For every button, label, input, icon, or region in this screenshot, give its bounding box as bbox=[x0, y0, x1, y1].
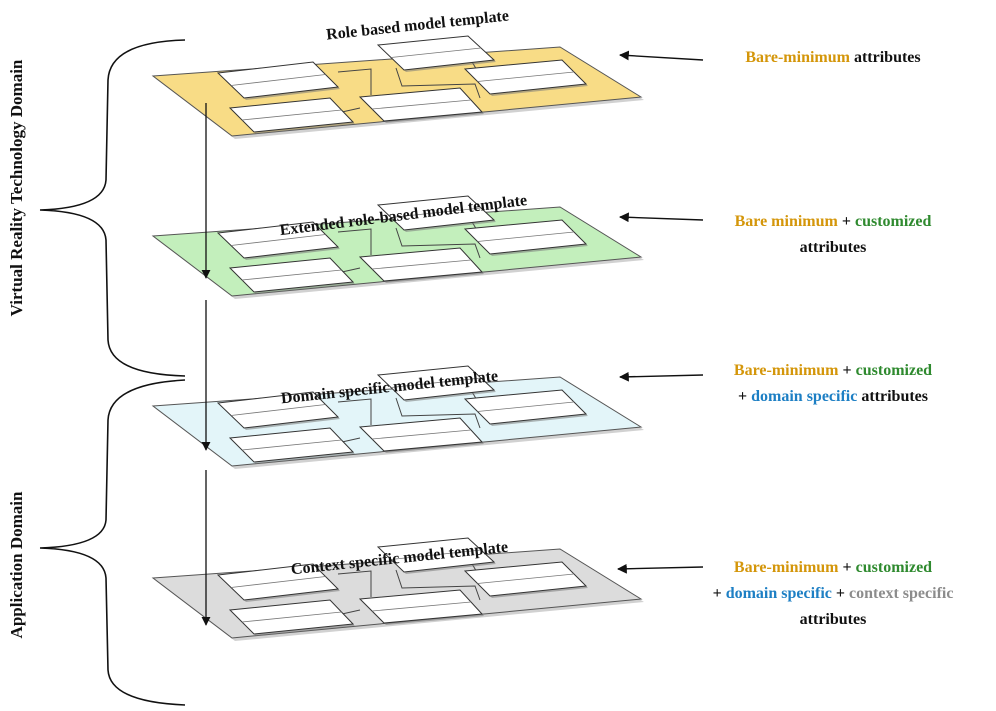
layer-box-divider bbox=[390, 549, 482, 560]
vr-domain-brace bbox=[39, 39, 186, 377]
layer-box-divider bbox=[371, 429, 472, 440]
attribute-segment: Bare minimum bbox=[735, 213, 839, 230]
attribute-block-4: Bare-minimum + customized+ domain specif… bbox=[713, 559, 954, 628]
layer-connector bbox=[337, 570, 372, 597]
application-domain-brace bbox=[39, 379, 186, 706]
layer-box-divider bbox=[230, 576, 326, 588]
attribute-line: attributes bbox=[800, 239, 867, 256]
application-domain-label: Application Domain bbox=[7, 491, 26, 638]
layer-connector bbox=[395, 67, 481, 99]
attribute-segment: context specific bbox=[849, 585, 953, 602]
layer-connector bbox=[337, 68, 372, 95]
attribute-line: Bare-minimum + customized bbox=[734, 362, 932, 379]
layer-3: Domain specific model template bbox=[151, 365, 644, 469]
attribute-line: Bare-minimum attributes bbox=[745, 49, 920, 66]
attribute-line: Bare minimum + customized bbox=[735, 213, 932, 230]
attribute-block-3: Bare-minimum + customized+ domain specif… bbox=[734, 362, 932, 405]
layer-box-divider bbox=[390, 377, 482, 388]
attribute-segment: + bbox=[713, 585, 726, 602]
attribute-segment: customized bbox=[856, 559, 933, 576]
layer-box-divider bbox=[477, 401, 575, 412]
attribute-line: + domain specific attributes bbox=[738, 388, 928, 405]
attribute-segment: domain specific bbox=[751, 388, 857, 405]
attribute-arrow-3 bbox=[619, 371, 704, 382]
layer-box-divider bbox=[230, 404, 326, 416]
attribute-segment: Bare-minimum bbox=[734, 362, 839, 379]
attribute-line: Bare-minimum + customized bbox=[734, 559, 932, 576]
attribute-segment: Bare-minimum bbox=[734, 559, 839, 576]
layer-2: Extended role-based model template bbox=[151, 192, 644, 299]
attribute-segment: domain specific bbox=[726, 585, 832, 602]
attribute-segment: + bbox=[832, 585, 849, 602]
attribute-segment: Bare-minimum bbox=[745, 49, 850, 66]
attribute-block-2: Bare minimum + customized attributes bbox=[735, 213, 932, 256]
attribute-arrow-4 bbox=[617, 563, 704, 574]
layer-box-divider bbox=[390, 47, 482, 58]
layer-box-divider bbox=[230, 74, 326, 86]
attribute-segment: customized bbox=[856, 362, 933, 379]
attribute-line: attributes bbox=[800, 611, 867, 628]
layer-connector bbox=[337, 228, 372, 255]
attribute-arrow-2 bbox=[619, 212, 704, 223]
attribute-arrow-1 bbox=[619, 50, 704, 61]
layer-box-divider bbox=[371, 601, 472, 612]
layer-box-divider bbox=[477, 71, 575, 82]
attribute-segment: attributes bbox=[800, 239, 867, 256]
layer-connector bbox=[395, 397, 481, 429]
attribute-segment: customized bbox=[855, 213, 932, 230]
layer-box-divider bbox=[241, 269, 342, 281]
attribute-pointers bbox=[617, 50, 704, 574]
attribute-segment: + bbox=[839, 362, 856, 379]
layer-connector bbox=[395, 227, 481, 259]
vr-domain-label: Virtual Reality Technology Domain bbox=[7, 59, 26, 316]
attribute-segment: attributes bbox=[800, 611, 867, 628]
attribute-line: + domain specific + context specific bbox=[713, 585, 954, 602]
domain-braces bbox=[39, 39, 186, 706]
attribute-segment: attributes bbox=[850, 49, 921, 66]
layer-box-divider bbox=[241, 439, 342, 451]
attribute-block-1: Bare-minimum attributes bbox=[745, 49, 920, 66]
layer-box-divider bbox=[477, 573, 575, 584]
layer-box-divider bbox=[230, 234, 326, 246]
layer-box-divider bbox=[371, 99, 472, 110]
layer-1: Role based model template bbox=[151, 7, 644, 139]
layer-4: Context specific model template bbox=[151, 537, 644, 641]
attribute-segment: attributes bbox=[857, 388, 928, 405]
layer-box-divider bbox=[477, 231, 575, 242]
attribute-segment: + bbox=[838, 213, 855, 230]
layer-title: Role based model template bbox=[325, 7, 509, 43]
attribute-segment: + bbox=[839, 559, 856, 576]
layer-box-divider bbox=[241, 611, 342, 623]
layer-connector bbox=[395, 569, 481, 601]
layer-box-divider bbox=[371, 259, 472, 270]
layer-connector bbox=[337, 398, 372, 425]
layer-box-divider bbox=[241, 109, 342, 121]
attribute-segment: + bbox=[738, 388, 751, 405]
layer-box-divider bbox=[390, 207, 482, 218]
